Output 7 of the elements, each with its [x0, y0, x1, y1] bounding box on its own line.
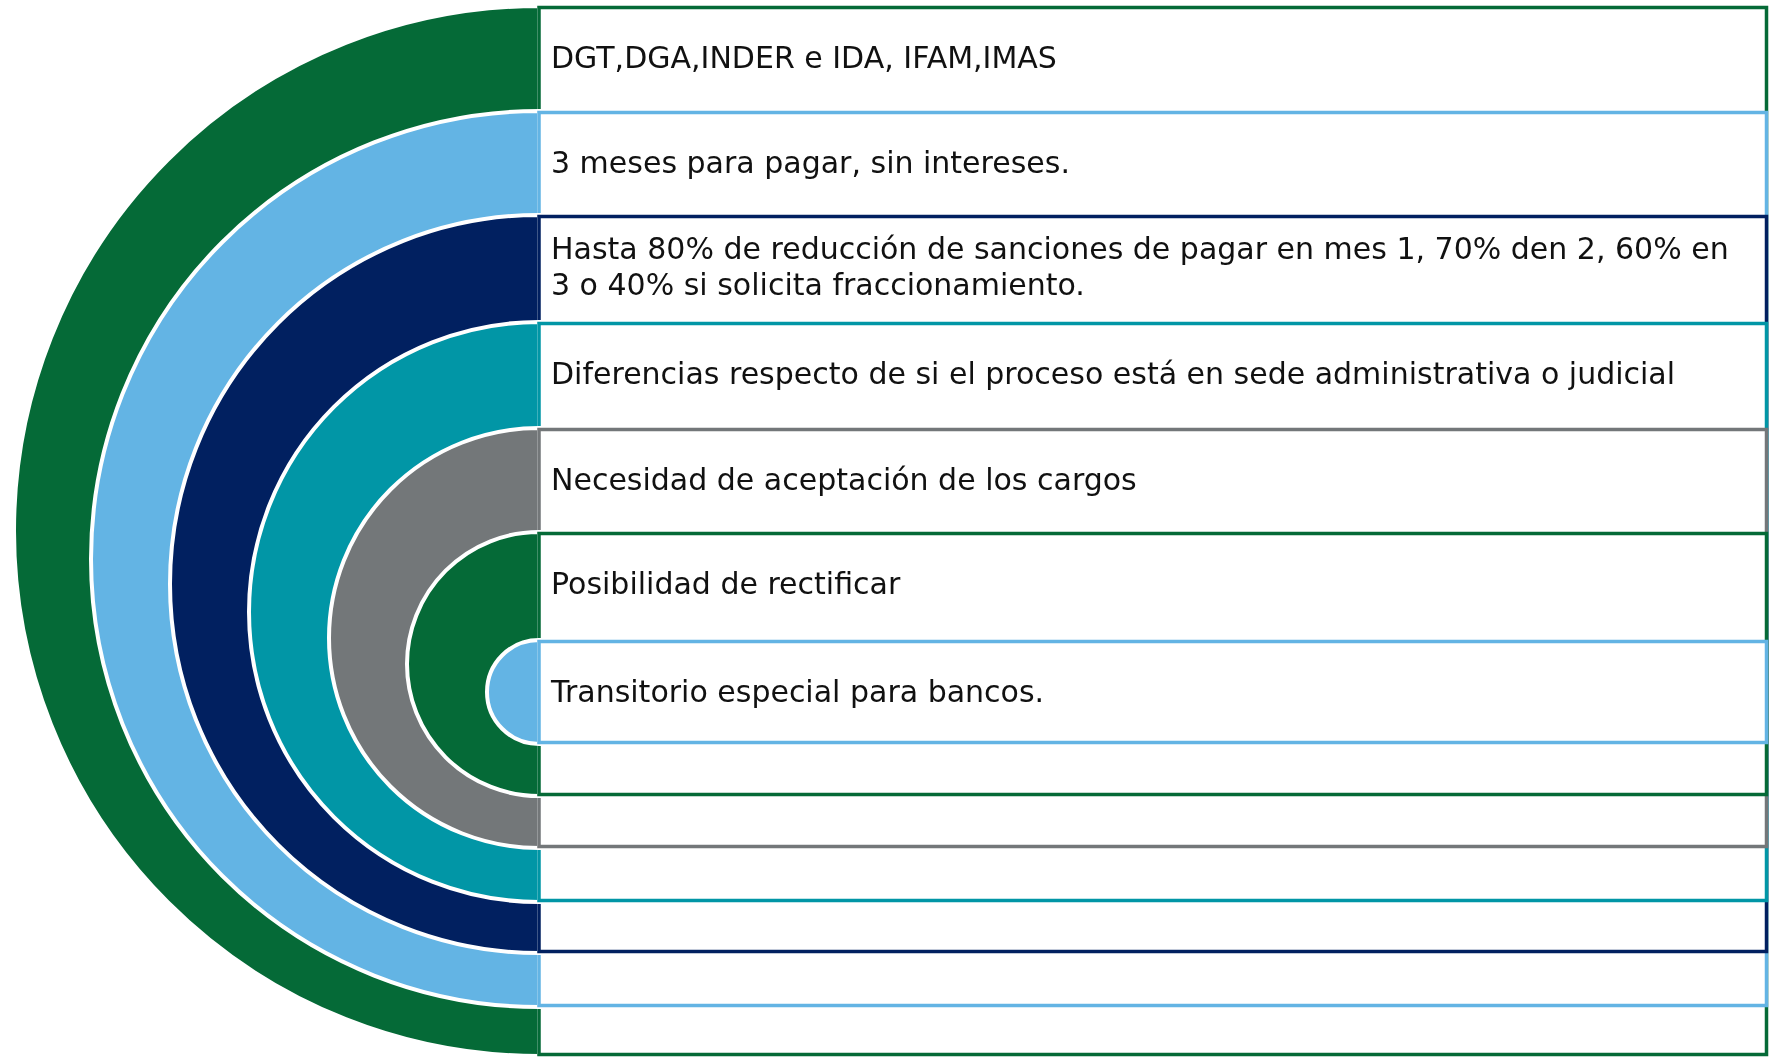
band-text: 3 meses para pagar, sin intereses.	[551, 145, 1070, 181]
band-text: Hasta 80% de reducción de sanciones de pagar en mes 1, 70% den 2, 60% en 3 o 40% si solicita fraccionamiento.	[551, 231, 1730, 303]
band-text: Posibilidad de rectificar	[551, 566, 901, 602]
band-text: Diferencias respecto de si el proceso está en sede administrativa o judicial	[551, 356, 1676, 392]
band-text: Transitorio especial para bancos.	[551, 674, 1045, 710]
band-text: DGT,DGA,INDER e IDA, IFAM,IMAS	[551, 40, 1057, 76]
band-text: Necesidad de aceptación de los cargos	[551, 462, 1137, 498]
